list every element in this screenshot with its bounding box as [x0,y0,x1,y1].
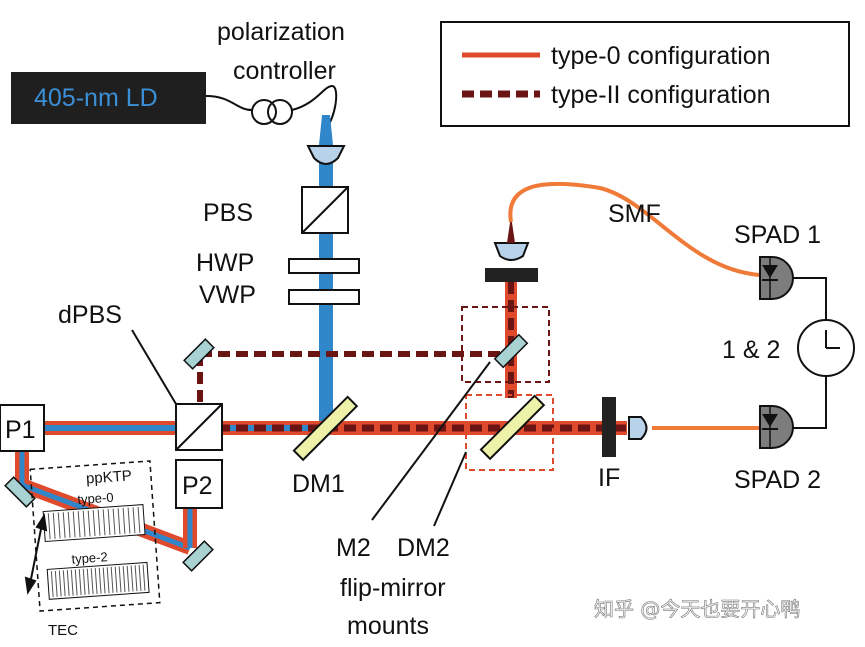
smf-coupling-lens [493,242,530,261]
vwp-plate [288,289,360,305]
coincidence-label: 1 & 2 [722,336,780,364]
spad1-detector [759,256,794,300]
laser-diode [11,72,206,124]
pump-collimating-lens [306,145,346,165]
pbs-label: PBS [203,199,253,227]
legend-type2-label: type-II configuration [551,81,771,109]
m2-pointer [371,361,491,521]
flip-mirror-label-1: flip-mirror [340,574,446,602]
watermark: 知乎 @今天也要开心鸭 [594,597,800,621]
grating-type0-label: type-0 [77,490,114,507]
mirror-m2 [493,333,529,369]
laser-label: 405-nm LD [34,84,158,112]
p1-box [0,404,45,452]
legend-type0-label: type-0 configuration [551,42,771,70]
tec-label: TEC [48,622,78,639]
smf-label: SMF [608,200,661,228]
smf-filter [485,268,538,282]
grating-type2-label: type-2 [71,549,108,566]
if-filter [602,397,616,457]
tec-housing [29,460,161,612]
if-label: IF [598,464,620,492]
legend: type-0 configuration type-II configurati… [440,21,850,127]
smf-cone [507,216,515,243]
hwp-plate [288,258,360,274]
flip-mount-type0 [465,394,554,471]
m2-label: M2 [336,534,371,562]
clock-icon [797,319,855,377]
dpbs-label: dPBS [58,301,122,329]
pbs-cube [301,186,349,234]
polarization-controller-label-2: controller [233,57,336,85]
hwp-label: HWP [196,249,254,277]
type2-upper-loop [197,351,510,408]
dm1-label: DM1 [292,470,345,498]
dm1-dichroic [292,395,359,462]
mirror-dpbs-top [183,338,215,370]
mirror-left-bottom [4,476,36,508]
spad2-label: SPAD 2 [734,466,821,494]
coincidence-wiring [793,277,827,429]
dpbs-pointer [131,329,177,405]
polarization-controller-label-1: polarization [217,18,345,46]
flip-mirror-label-2: mounts [347,612,429,640]
dm2-label: DM2 [397,534,450,562]
polarization-controller-fiber [205,84,338,140]
dm2-pointer [433,451,467,527]
spad2-detector [759,405,794,449]
p2-label: P2 [182,472,213,500]
dpbs-cube [175,403,223,451]
spad1-label: SPAD 1 [734,221,821,249]
vwp-label: VWP [199,281,256,309]
pump-left-core [22,425,327,431]
smf-fiber [508,181,761,277]
ppktp-crystal: ppKTP type-0 type-2 TEC [29,460,161,639]
mirror-right-bottom [182,540,214,572]
p2-box [175,459,223,509]
ppktp-label: ppKTP [85,467,132,487]
dm2-dichroic [479,394,546,461]
spad2-coupling-lens [628,416,648,440]
p1-label: P1 [5,416,36,444]
flip-mount-type2 [461,306,550,383]
translation-arrow [24,513,48,595]
